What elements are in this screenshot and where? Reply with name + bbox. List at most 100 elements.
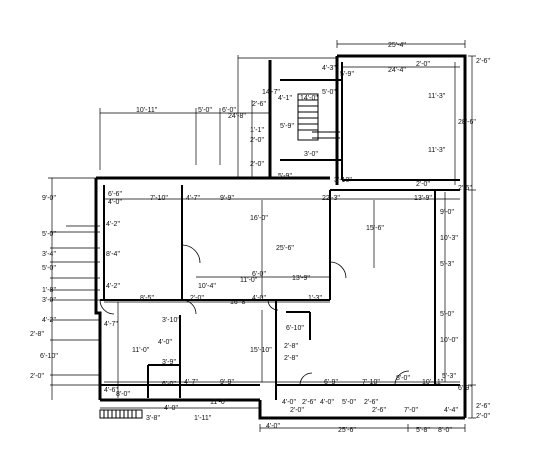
dimension-label: 22'-3" xyxy=(322,195,340,202)
hatched-step xyxy=(99,409,143,419)
dimension-label: 25'-6" xyxy=(276,245,294,252)
dimension-label: 5'-8" xyxy=(416,427,430,434)
dimension-label: 8'-5" xyxy=(140,295,154,302)
dimension-label: 2'-0" xyxy=(250,161,264,168)
dimension-label: 5'-0" xyxy=(198,107,212,114)
dimension-label: 4'-7" xyxy=(104,321,118,328)
dimension-label: 2'-6" xyxy=(476,403,490,410)
stairs xyxy=(297,93,340,141)
dimension-label: 6'-0" xyxy=(162,381,176,388)
dimension-label: 6'-10" xyxy=(40,353,58,360)
dimension-label: 7'-10" xyxy=(150,195,168,202)
dimension-label: 5'-0" xyxy=(440,311,454,318)
dimension-label: 4'-6" xyxy=(104,387,118,394)
dimension-label: 11'-0" xyxy=(240,277,258,284)
dimension-label: 24'-8" xyxy=(228,113,246,120)
dimension-label: 8'-4" xyxy=(106,251,120,258)
dimension-label: 13'-9" xyxy=(292,275,310,282)
dimension-label: 4'-2" xyxy=(106,283,120,290)
dimension-label: 9'-0" xyxy=(42,195,56,202)
dimension-label: 10'-0" xyxy=(440,337,458,344)
dimension-label: 4'-3" xyxy=(322,65,336,72)
dimension-label: 24'-4" xyxy=(388,67,406,74)
dimension-label: 1'-3" xyxy=(308,295,322,302)
dimension-label: 5'-3" xyxy=(440,261,454,268)
dimension-label: 2'-0" xyxy=(476,413,490,420)
dimension-label: 4'-2" xyxy=(106,221,120,228)
dimension-label: 4'-0" xyxy=(320,399,334,406)
dimension-label: 5'-0" xyxy=(342,399,356,406)
dimension-label: 4'-1" xyxy=(278,95,292,102)
exterior-walls xyxy=(94,54,467,420)
dimension-label: 2'-8" xyxy=(284,343,298,350)
dimension-label: 4'-0" xyxy=(164,405,178,412)
dimension-label: 4'-0" xyxy=(282,399,296,406)
dimension-lines xyxy=(48,40,476,432)
dimension-label: 1'-8" xyxy=(42,287,56,294)
dimension-label: 15'-10" xyxy=(250,347,272,354)
dimension-label: 2'-6" xyxy=(252,101,266,108)
dimension-label: 4'-2" xyxy=(42,317,56,324)
dimension-label: 2'-0" xyxy=(416,181,430,188)
dimension-label: 2'-6" xyxy=(458,185,472,192)
dimension-label: 2'-0" xyxy=(250,137,264,144)
dimension-label: 2'-6" xyxy=(302,399,316,406)
dimension-label: 11'-0" xyxy=(132,347,150,354)
dimension-label: 6'-6" xyxy=(108,191,122,198)
dimension-label: 10'-4" xyxy=(198,283,216,290)
dimension-label: 3'-9" xyxy=(162,359,176,366)
dimension-label: 5'-0" xyxy=(42,231,56,238)
dimension-label: 2'-6" xyxy=(372,407,386,414)
dimension-label: 8'-0" xyxy=(396,375,410,382)
dimension-label: 16'-8" xyxy=(230,299,248,306)
door-swings xyxy=(99,244,410,386)
dimension-labels: 25'-4" 24'-4" 2'-6" 2'-0" 4'-3" 5'-9" 14… xyxy=(30,42,490,434)
dimension-label: 4'-7" xyxy=(186,195,200,202)
dimension-label: 9'-9" xyxy=(220,195,234,202)
dimension-label: 5'-9" xyxy=(278,173,292,180)
dimension-label: 1'-1" xyxy=(250,127,264,134)
dimension-label: 4'-4" xyxy=(444,407,458,414)
dimension-label: 15'-6" xyxy=(366,225,384,232)
dimension-label: 6'-9" xyxy=(458,385,472,392)
dimension-label: 6'-0" xyxy=(252,271,266,278)
dimension-label: 5'-9" xyxy=(340,71,354,78)
dimension-label: 25'-4" xyxy=(388,42,406,49)
dimension-label: 10'-3" xyxy=(440,235,458,242)
dimension-label: 4'-0" xyxy=(266,423,280,430)
dimension-label: 11'-0" xyxy=(210,399,228,406)
dimension-label: 4'-0" xyxy=(252,295,266,302)
dimension-label: 2'-8" xyxy=(284,355,298,362)
dimension-label: 10'-11" xyxy=(136,107,158,114)
dimension-label: 3'-10" xyxy=(162,317,180,324)
dimension-label: 5'-0" xyxy=(42,265,56,272)
dimension-label: 6'-0" xyxy=(222,107,236,114)
dimension-label: 5'-0" xyxy=(322,89,336,96)
dimension-label: 10'-11" xyxy=(422,379,444,386)
dimension-label: 28'-6" xyxy=(458,119,476,126)
dimension-label: 8'-0" xyxy=(116,391,130,398)
dimension-label: 14'-0" xyxy=(300,95,318,102)
dimension-label: 6'-10" xyxy=(286,325,304,332)
dimension-label: 1'-11" xyxy=(194,415,212,422)
dimension-label: 3'-0" xyxy=(42,297,56,304)
dimension-label: 11'-3" xyxy=(428,93,446,100)
dimension-label: 5'-9" xyxy=(280,123,294,130)
dimension-label: 2'-8" xyxy=(30,331,44,338)
dimension-label: 11'-3" xyxy=(428,147,446,154)
dimension-label: 16'-0" xyxy=(250,215,268,222)
dimension-label: 2'-0" xyxy=(190,295,204,302)
dimension-label: 14'-7" xyxy=(262,89,280,96)
dimension-label: 9'-0" xyxy=(440,209,454,216)
dimension-label: 2'-6" xyxy=(364,399,378,406)
dimension-label: 3'-8" xyxy=(146,415,160,422)
dimension-label: 25'-6" xyxy=(338,427,356,434)
dimension-label: 2'-6" xyxy=(476,58,490,65)
dimension-label: 13'-9" xyxy=(414,195,432,202)
dimension-label: 4'-7" xyxy=(184,379,198,386)
dimension-label: 4'-0" xyxy=(158,339,172,346)
dimension-label: 4'-0" xyxy=(108,199,122,206)
dimension-label: 2'-0" xyxy=(416,61,430,68)
dimension-label: 3'-0" xyxy=(304,151,318,158)
